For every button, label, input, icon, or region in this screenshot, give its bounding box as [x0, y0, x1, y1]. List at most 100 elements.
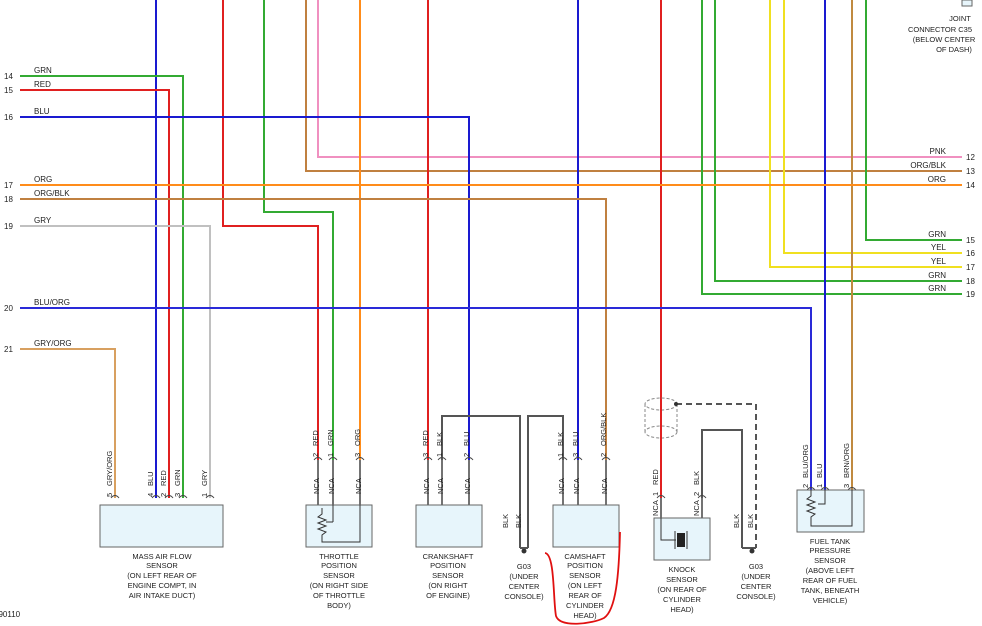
- ckp-pin-nca: NCA: [436, 478, 445, 494]
- left-pin-color: ORG: [34, 175, 52, 184]
- right-pin-color: YEL: [931, 243, 947, 252]
- cmp-pin-label: 3: [571, 453, 580, 457]
- cmp-caption: SENSOR: [569, 571, 601, 580]
- g03b-wire-label: BLK: [732, 514, 741, 528]
- right-pin-num: 17: [966, 263, 975, 272]
- ftp-caption: TANK, BENEATH: [801, 586, 859, 595]
- right-pin-color: GRN: [928, 271, 946, 280]
- ckp-pin-label: 3: [421, 453, 430, 457]
- tps-sensor-body: [305, 504, 373, 548]
- g03a-caption: CENTER: [509, 582, 540, 591]
- ckp-pin-nca: NCA: [422, 478, 431, 494]
- joint-connector-label: JOINT: [949, 14, 971, 23]
- ckp-caption: OF ENGINE): [426, 591, 470, 600]
- tps-pin-label: 3: [353, 453, 362, 457]
- cmp-caption: CAMSHAFT: [564, 552, 606, 561]
- left-pin-num: 14: [4, 72, 13, 81]
- wire-blu-16: [20, 116, 470, 460]
- tps-pin-label: 2: [311, 453, 320, 457]
- left-pin-color: BLU/ORG: [34, 298, 70, 307]
- maf-caption: (ON LEFT REAR OF: [127, 571, 197, 580]
- maf-pin-label: 2: [159, 493, 168, 497]
- joint-connector-icon: [961, 0, 973, 7]
- wire-grn-18: [714, 0, 962, 282]
- ftp-resistor-icon: [805, 490, 853, 527]
- right-pin-color: ORG/BLK: [910, 161, 946, 170]
- g03b-caption: CONSOLE): [736, 592, 776, 601]
- cmp-pin-color: ORG/BLK: [599, 413, 608, 446]
- ftp-caption: REAR OF FUEL: [803, 576, 858, 585]
- left-pin-num: 18: [4, 195, 13, 204]
- maf-pin-color: GRY: [200, 470, 209, 486]
- ftp-caption: SENSOR: [814, 556, 846, 565]
- joint-connector-label: OF DASH): [936, 45, 972, 54]
- ftp-caption: PRESSURE: [809, 546, 850, 555]
- knock-caption: KNOCK: [669, 565, 696, 574]
- wire-grn-15: [865, 0, 962, 241]
- right-pin-color: GRN: [928, 284, 946, 293]
- footer-code: 190110: [0, 610, 21, 619]
- left-pin-num: 17: [4, 181, 13, 190]
- g03a-caption: CONSOLE): [504, 592, 544, 601]
- wire-blk-cmp-g03: [527, 415, 564, 548]
- maf-pin-label: 3: [173, 493, 182, 497]
- ckp-pin-label: 1: [435, 453, 444, 457]
- knock-pin-label: 2: [692, 492, 701, 496]
- ground-icon: [521, 548, 527, 554]
- cmp-caption: POSITION: [567, 561, 603, 570]
- right-pin-num: 19: [966, 290, 975, 299]
- wire-blk-shield: [676, 403, 757, 548]
- wire-orgblk-18: [20, 198, 607, 460]
- g03a-caption: (UNDER: [509, 572, 539, 581]
- cmp-sensor-body: [552, 504, 620, 548]
- cmp-caption: HEAD): [573, 611, 597, 620]
- fuel-tank-pressure-sensor: 2 BLU/ORG 1 BLU 3 BRN/ORG FUEL TANK PRES…: [796, 443, 865, 605]
- wire-org-top: [305, 0, 962, 172]
- cmp-pin-label: 2: [599, 453, 608, 457]
- ckp-pin-color: BLK: [435, 432, 444, 446]
- joint-connector-label: (BELOW CENTER: [913, 35, 976, 44]
- maf-pin-color: GRN: [173, 469, 182, 486]
- right-pin-num: 18: [966, 277, 975, 286]
- knock-pin-nca: NCA: [651, 500, 660, 516]
- right-pin-num: 15: [966, 236, 975, 245]
- cmp-caption: REAR OF: [568, 591, 602, 600]
- maf-pin-label: 1: [200, 493, 209, 497]
- knock-pin-nca: NCA: [692, 500, 701, 516]
- left-pin-num: 19: [4, 222, 13, 231]
- tps-caption: (ON RIGHT SIDE: [310, 581, 369, 590]
- maf-caption: ENGINE COMPT, IN: [128, 581, 197, 590]
- maf-pin-color: BLU: [146, 471, 155, 486]
- left-pin-color: BLU: [34, 107, 50, 116]
- tps-caption: THROTTLE: [319, 552, 359, 561]
- g03a-wire-label: BLK: [514, 514, 523, 528]
- camshaft-position-sensor: NCA NCA NCA 1 BLK 3 BLU 2 ORG/BLK CAMSHA…: [544, 413, 621, 625]
- left-pin-color: ORG/BLK: [34, 189, 70, 198]
- g03b-caption: G03: [749, 562, 763, 571]
- tps-pin-nca: NCA: [312, 478, 321, 494]
- left-pin-num: 20: [4, 304, 13, 313]
- tps-pin-label: 1: [326, 453, 335, 457]
- maf-pin-color: GRY/ORG: [105, 451, 114, 486]
- left-pin-color: GRY/ORG: [34, 339, 72, 348]
- tps-caption: BODY): [327, 601, 351, 610]
- cmp-pin-nca: NCA: [572, 478, 581, 494]
- cmp-pin-label: 1: [556, 453, 565, 457]
- wire-red-tps-top: [222, 0, 319, 460]
- cmp-pin-color: BLU: [571, 431, 580, 446]
- ckp-pin-color: BLU: [462, 431, 471, 446]
- tps-pin-color: ORG: [353, 429, 362, 446]
- wire-bluorg-20: [20, 307, 812, 490]
- wire-red-15: [20, 89, 170, 498]
- cmp-caption: CYLINDER: [566, 601, 605, 610]
- maf-pin-label: 4: [146, 493, 155, 497]
- knock-caption: CYLINDER: [663, 595, 702, 604]
- maf-caption: MASS AIR FLOW: [132, 552, 192, 561]
- ftp-pin-label: 1: [815, 484, 824, 488]
- ftp-pin-label: 2: [801, 484, 810, 488]
- wire-gry-19: [20, 225, 211, 498]
- cmp-pin-nca: NCA: [600, 478, 609, 494]
- knock-sensor: NCA NCA 1 RED 2 BLK KNOCK SENSOR (ON REA…: [644, 397, 711, 614]
- ckp-caption: (ON RIGHT: [428, 581, 468, 590]
